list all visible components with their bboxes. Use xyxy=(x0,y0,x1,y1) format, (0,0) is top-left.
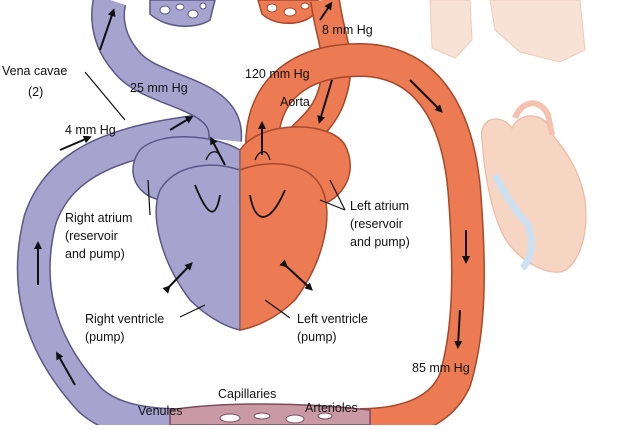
leader-lines xyxy=(84,71,346,319)
label-pressure-25: 25 mm Hg xyxy=(130,81,188,95)
label-right-ventricle-role: (pump) xyxy=(85,330,125,344)
labels: Vena cavae (2) 25 mm Hg 4 mm Hg 8 mm Hg … xyxy=(2,23,470,418)
faded-vessel-blue xyxy=(491,173,535,271)
label-venules: Venules xyxy=(138,404,182,418)
label-left-ventricle-role: (pump) xyxy=(297,330,337,344)
label-pressure-120: 120 mm Hg xyxy=(245,67,310,81)
right-ventricle xyxy=(155,164,241,331)
label-aorta: Aorta xyxy=(280,95,310,109)
label-right-atrium: Right atrium xyxy=(65,211,132,225)
lung-capillaries-right xyxy=(257,0,319,24)
faded-vessel-red xyxy=(512,100,555,136)
label-right-ventricle: Right ventricle xyxy=(85,312,164,326)
label-arterioles: Arterioles xyxy=(305,401,358,415)
flow-arrows xyxy=(34,1,470,386)
faded-lung-right xyxy=(489,0,586,63)
label-right-atrium-role: (reservoir xyxy=(65,229,118,243)
label-pressure-8: 8 mm Hg xyxy=(322,23,373,37)
label-vena-cavae: Vena cavae xyxy=(2,64,67,78)
label-capillaries: Capillaries xyxy=(218,387,276,401)
systemic-capillaries xyxy=(169,403,371,426)
heart xyxy=(132,126,351,331)
lung-capillaries-left xyxy=(149,0,216,27)
label-pressure-85: 85 mm Hg xyxy=(412,361,470,375)
faded-thumbnail xyxy=(429,0,587,273)
label-right-atrium-role-2: and pump) xyxy=(65,247,125,261)
faded-heart xyxy=(480,115,587,273)
label-left-atrium-role: (reservoir xyxy=(350,217,403,231)
label-left-atrium-role-2: and pump) xyxy=(350,235,410,249)
label-left-ventricle: Left ventricle xyxy=(297,312,368,326)
left-ventricle xyxy=(239,163,328,331)
label-vena-cavae-count: (2) xyxy=(28,85,43,99)
label-pressure-4: 4 mm Hg xyxy=(65,123,116,137)
faded-lung-left xyxy=(429,0,473,59)
label-left-atrium: Left atrium xyxy=(350,199,409,213)
